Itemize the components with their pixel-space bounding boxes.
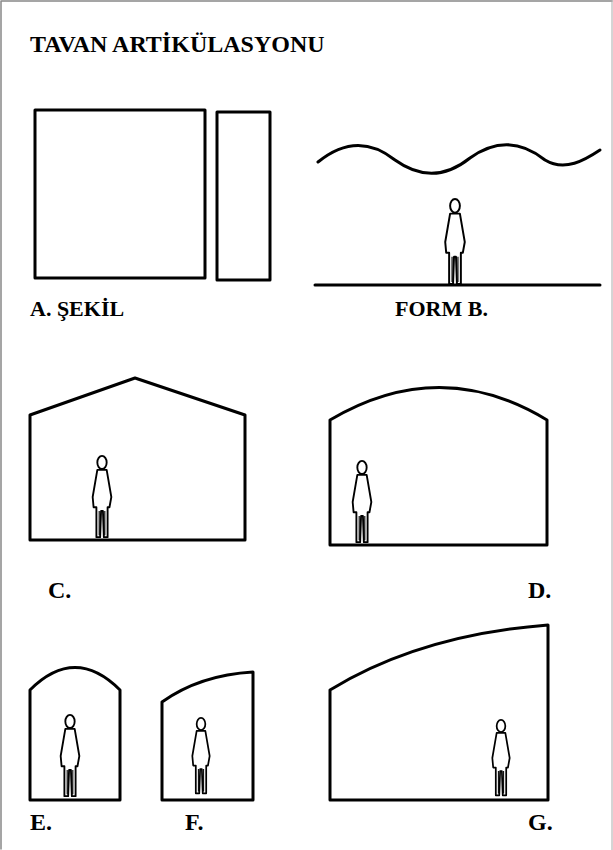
- square-shape: [35, 110, 205, 278]
- rising-ceiling-room: [330, 625, 548, 800]
- figure-label: A. ŞEKİL: [30, 298, 124, 320]
- gable-room: [30, 378, 245, 540]
- vaulted-room: [330, 388, 547, 546]
- person-figure: [192, 718, 209, 793]
- person-figure: [61, 715, 80, 796]
- title: TAVAN ARTİKÜLASYONU: [30, 32, 325, 56]
- person-figure: [353, 461, 372, 542]
- figure-label: G.: [528, 810, 553, 834]
- figure-label: F.: [185, 810, 203, 834]
- figure-label: C.: [48, 578, 71, 602]
- person-figure: [492, 720, 509, 795]
- narrow-shape: [217, 112, 270, 280]
- figure-label: FORM B.: [395, 298, 488, 320]
- person-figure: [445, 199, 465, 284]
- figure-label: E.: [30, 810, 52, 834]
- sloped-vault-room: [162, 672, 253, 800]
- person-figure: [93, 456, 112, 537]
- figure-label: D.: [528, 578, 551, 602]
- wavy-ceiling: [318, 145, 600, 174]
- arched-room: [30, 668, 120, 801]
